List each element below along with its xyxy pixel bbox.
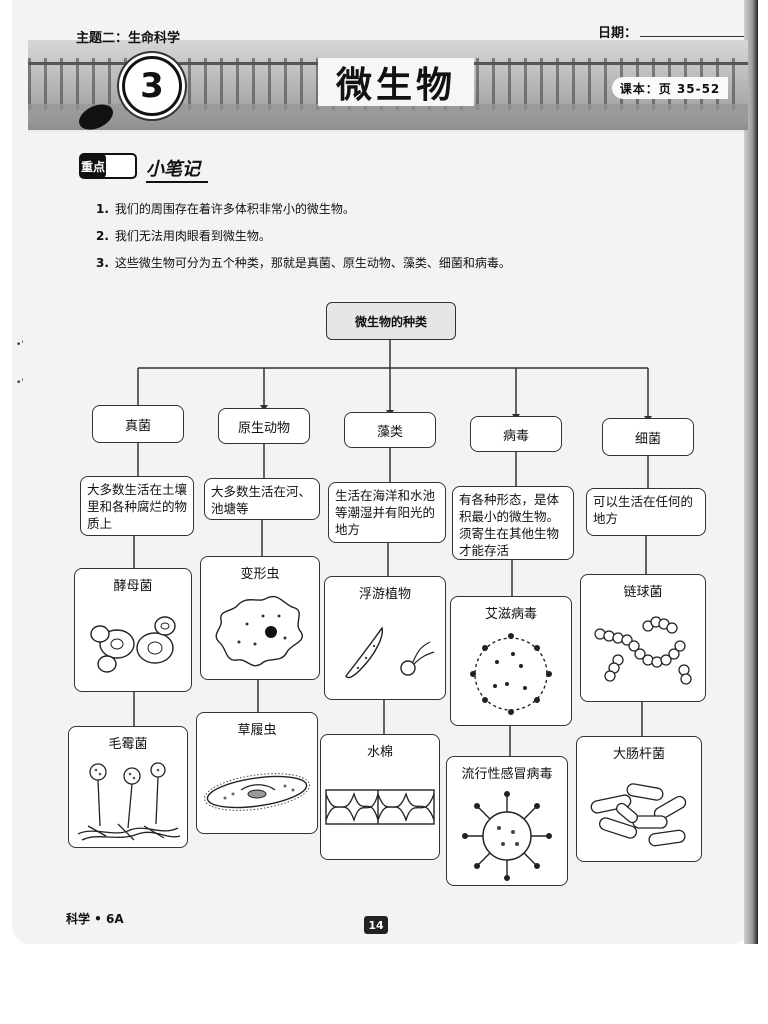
unit-number-badge: 3 [122,56,182,116]
list-item: 2.我们无法用肉眼看到微生物。 [96,229,271,243]
example-label: 酵母菌 [113,579,153,594]
category-protozoa: 原生动物 [218,408,310,444]
key-point-icon-text: 重点 [81,159,105,174]
list-item: 3.这些微生物可分为五个种类，那就是真菌、原生动物、藻类、细菌和病毒。 [96,256,511,270]
example-card-paramecium: 草履虫 [196,712,318,834]
example-label: 大肠杆菌 [612,747,665,762]
yeast-cells-icon [90,616,176,673]
example-label: 变形虫 [240,567,280,582]
e-coli-icon [590,783,687,847]
example-card-mucor: 毛霉菌 [68,726,188,848]
topic-label: 主题二：生命科学 [76,31,181,46]
example-card-spirogyra: 水棉 [320,734,440,860]
category-bacteria: 细菌 [602,418,694,456]
example-card-amoeba: 变形虫 [200,556,320,680]
desc-bacteria: 可以生活在任何的地方 [586,488,706,536]
textbook-reference: 课本：页 35-52 [612,77,728,99]
influenza-virus-icon [462,791,552,881]
example-label: 毛霉菌 [108,737,148,752]
example-label: 草履虫 [237,723,277,738]
list-item: 1.我们的周围存在着许多体积非常小的微生物。 [96,202,355,216]
category-algae: 藻类 [344,412,436,448]
desc-virus: 有各种形态，是体积最小的微生物。须寄生在其他生物才能存活 [452,486,574,560]
spirogyra-icon [325,789,435,825]
example-label: 链球菌 [623,585,663,600]
example-label: 水棉 [366,745,393,760]
diagram-root: 微生物的种类 [326,302,456,340]
page-title: 微生物 [318,58,474,106]
streptococcus-icon [594,616,692,685]
margin-mark: •' [16,340,24,350]
category-fungi: 真菌 [92,405,184,443]
mucor-mold-icon [77,762,181,841]
example-label: 流行性感冒病毒 [461,767,553,782]
date-input-line[interactable] [640,36,744,37]
example-card-influenza: 流行性感冒病毒 [446,756,568,886]
page-number: 14 [364,916,388,934]
footer-subject: 科学 • 6A [66,912,124,926]
example-card-ecoli: 大肠杆菌 [576,736,702,862]
example-card-hiv: 艾滋病毒 [450,596,572,726]
example-label: 艾滋病毒 [484,607,537,622]
paramecium-icon [203,773,311,811]
example-card-yeast: 酵母菌 [74,568,192,692]
example-card-streptococcus: 链球菌 [580,574,706,702]
phytoplankton-icon [345,626,435,679]
category-virus: 病毒 [470,416,562,452]
margin-mark: •' [16,378,24,388]
amoeba-icon [215,595,303,667]
key-points-list: 1.我们的周围存在着许多体积非常小的微生物。 2.我们无法用肉眼看到微生物。 3… [96,200,511,281]
book-spine-edge [744,0,758,944]
hiv-virus-icon [470,633,552,715]
example-card-phytoplankton: 浮游植物 [324,576,446,700]
desc-protozoa: 大多数生活在河、池塘等 [204,478,320,520]
example-label: 浮游植物 [358,587,411,602]
desc-fungi: 大多数生活在土壤里和各种腐烂的物质上 [80,476,194,536]
date-label: 日期： [598,26,638,41]
desc-algae: 生活在海洋和水池等潮湿并有阳光的地方 [328,482,446,543]
notes-title: 小笔记 [146,155,208,183]
key-point-icon: 重点 [79,153,137,179]
